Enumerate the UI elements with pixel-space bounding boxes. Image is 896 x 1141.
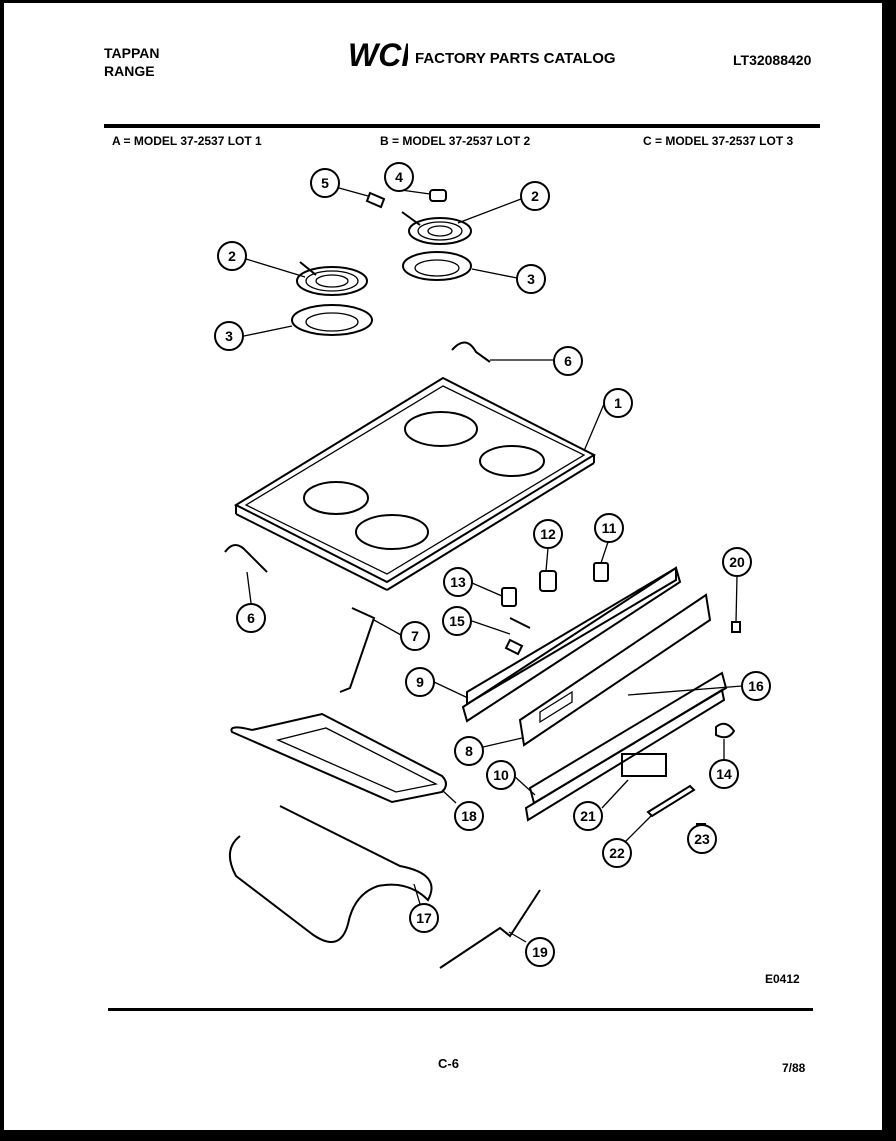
svg-text:8: 8 [465,743,473,759]
callout-9: 9 [405,667,435,697]
svg-text:2: 2 [228,248,236,264]
catalog-title: FACTORY PARTS CATALOG [415,50,616,67]
callout-13: 13 [443,567,473,597]
product-line-1: TAPPAN [104,45,160,61]
svg-text:4: 4 [395,169,403,185]
svg-text:22: 22 [609,845,625,861]
svg-text:21: 21 [580,808,596,824]
product-line-2: RANGE [104,63,155,79]
figure-code: E0412 [765,972,800,986]
product-heading: TAPPAN RANGE [104,44,159,80]
callout-8: 8 [454,736,484,766]
model-a: A = MODEL 37-2537 LOT 1 [112,134,262,148]
header-rule [104,124,820,128]
svg-text:7: 7 [411,628,419,644]
surface-element-right-drawing [401,211,472,245]
callout-17: 17 [409,903,439,933]
model-b: B = MODEL 37-2537 LOT 2 [380,134,531,148]
wci-logo: WCI [348,38,408,70]
wire-harness-drawing [224,341,491,573]
callout-19: 19 [525,937,555,967]
cooktop-drawing [233,376,597,591]
callout-7: 7 [400,621,430,651]
surface-element-left-drawing [296,261,368,296]
callout-10: 10 [486,760,516,790]
svg-text:11: 11 [602,520,617,536]
svg-text:3: 3 [527,271,535,287]
svg-text:19: 19 [532,944,548,960]
leader-lines [243,187,743,943]
callout-15: 15 [442,606,472,636]
callout-3-right: 3 [516,264,546,294]
svg-text:13: 13 [450,574,466,590]
catalog-code: LT32088420 [733,52,812,68]
element-receptacle-drawing [365,189,447,209]
svg-text:10: 10 [493,767,509,783]
logo-text: WCI [348,38,408,70]
callout-20: 20 [722,547,752,577]
svg-text:5: 5 [321,175,329,191]
svg-text:17: 17 [416,910,432,926]
page-number: C-6 [438,1056,459,1071]
svg-text:12: 12 [540,526,556,542]
callout-1: 1 [603,388,633,418]
callout-2-left: 2 [217,241,247,271]
svg-text:2: 2 [531,188,539,204]
svg-text:15: 15 [449,613,465,629]
callout-3-left: 3 [214,321,244,351]
svg-text:20: 20 [729,554,745,570]
wire-drawing [439,889,541,969]
footer-rule [108,1008,813,1011]
callout-22: 22 [602,838,632,868]
callout-5: 5 [310,168,340,198]
bake-element-drawing [229,805,433,943]
callout-6-bottom: 6 [236,603,266,633]
callout-2-right: 2 [520,181,550,211]
model-c: C = MODEL 37-2537 LOT 3 [643,134,794,148]
control-panel-drawing [461,562,741,835]
callout-16: 16 [741,671,771,701]
drip-bowl-left-drawing [291,304,373,336]
svg-text:9: 9 [416,674,424,690]
svg-text:14: 14 [716,766,732,782]
callout-12: 12 [533,519,563,549]
bracket-drawing [339,607,376,693]
callout-11: 11 [594,513,624,543]
svg-text:6: 6 [247,610,255,626]
svg-text:1: 1 [614,395,622,411]
svg-text:6: 6 [564,353,572,369]
callout-6-top: 6 [553,346,583,376]
catalog-date: 7/88 [782,1061,806,1075]
callout-23: 23 [687,824,717,854]
callout-14: 14 [709,759,739,789]
callout-4: 4 [384,162,414,192]
drip-bowl-right-drawing [402,251,472,281]
callout-21: 21 [573,801,603,831]
svg-text:3: 3 [225,328,233,344]
broil-element-drawing [230,712,447,804]
svg-text:18: 18 [461,808,477,824]
callout-18: 18 [454,801,484,831]
svg-text:23: 23 [694,831,710,847]
svg-text:16: 16 [748,678,764,694]
